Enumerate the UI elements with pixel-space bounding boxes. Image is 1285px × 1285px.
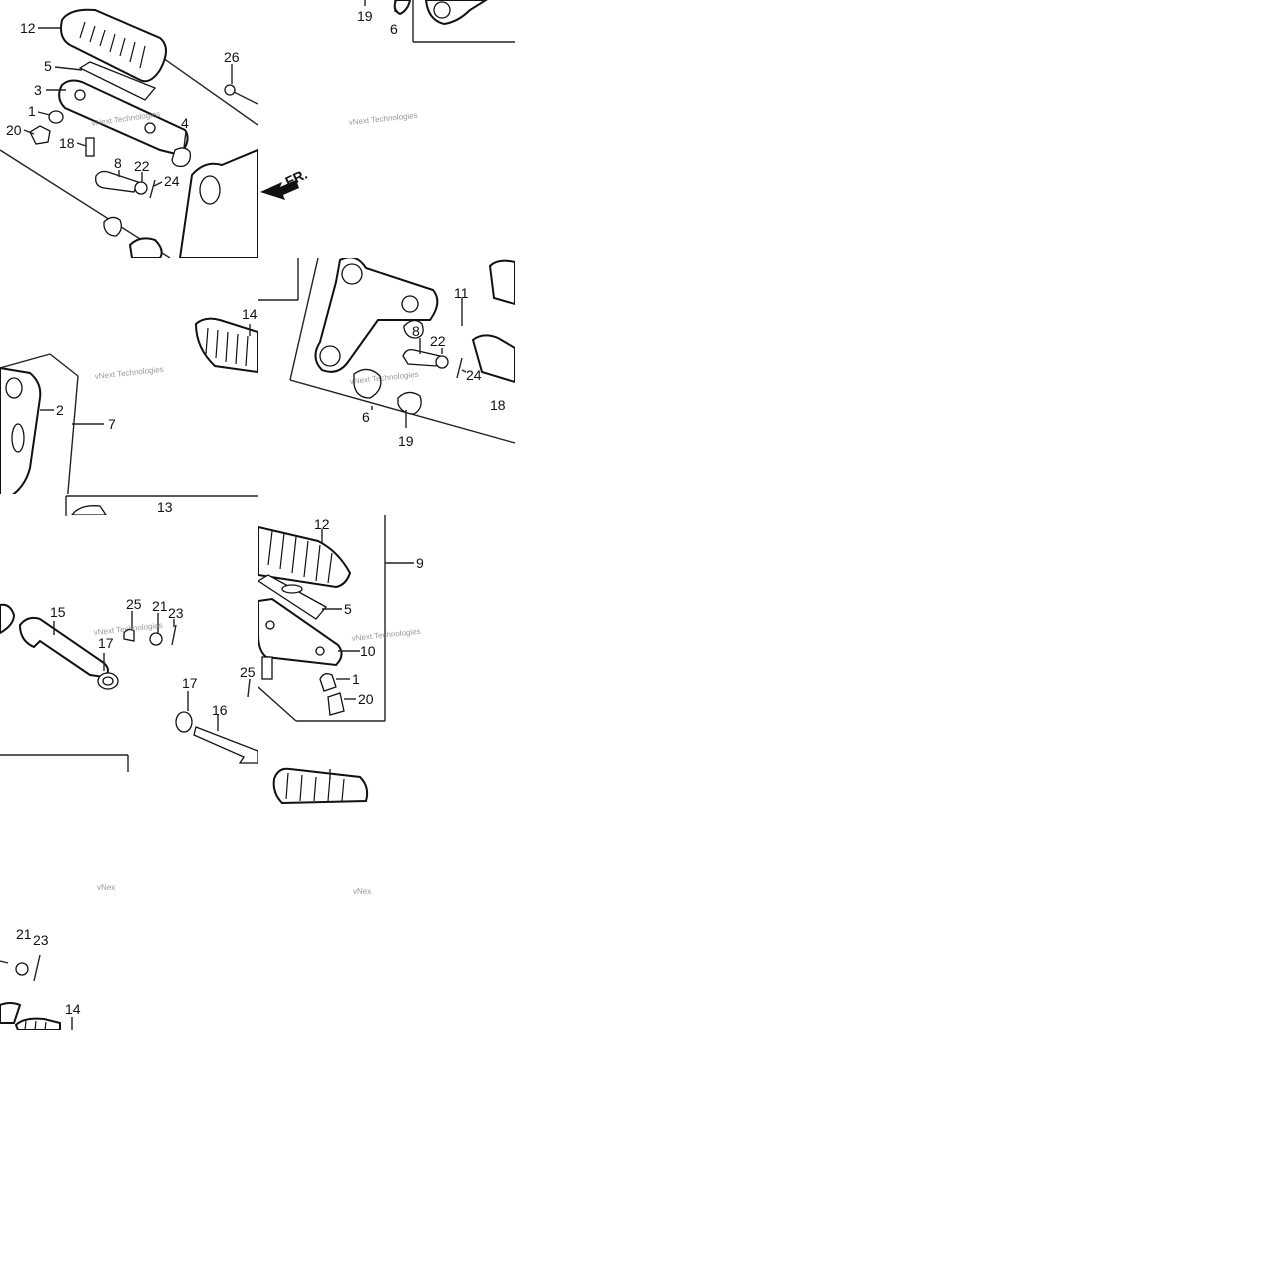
- callout-14: 14: [65, 1001, 81, 1017]
- callout-10: 10: [360, 643, 376, 659]
- callout-21: 21: [152, 598, 168, 614]
- diagram-art: 13: [65, 495, 258, 515]
- diagram-art: 12 5 3 1 20 18 8 22 24 4 26 vNext Techno…: [0, 8, 258, 258]
- callout-12: 12: [314, 516, 330, 532]
- callout-20: 20: [358, 691, 374, 707]
- callout-23: 23: [33, 932, 49, 948]
- watermark-text-partial: vNex: [97, 883, 115, 892]
- callout-5: 5: [44, 58, 52, 74]
- callout-14: 14: [242, 306, 258, 322]
- callout-6: 6: [362, 409, 370, 425]
- callout-4: 4: [181, 115, 189, 131]
- callout-25: 25: [240, 664, 256, 680]
- callout-16: 16: [212, 702, 228, 718]
- callout-24: 24: [466, 367, 482, 383]
- callout-17: 17: [182, 675, 198, 691]
- callout-13: 13: [156, 515, 172, 518]
- callout-8: 8: [412, 323, 420, 339]
- callout-13: 13: [157, 499, 173, 515]
- diagram-tile-bottom-fragment: 21 23 14: [0, 925, 130, 1030]
- callout-5: 5: [344, 601, 352, 617]
- callout-26: 26: [224, 49, 240, 65]
- diagram-tile-direction: FR. 19 6 vNext Technologies: [258, 0, 515, 258]
- callout-25: 25: [126, 596, 142, 612]
- callout-12: 12: [20, 20, 36, 36]
- diagram-tile-rear-peg: 13 15 25 21 23 17 17 16 25 vNext Technol…: [0, 515, 258, 772]
- callout-19: 19: [398, 433, 414, 449]
- direction-label: FR.: [283, 166, 310, 190]
- callout-9: 9: [416, 555, 424, 571]
- callout-11: 11: [454, 285, 469, 301]
- watermark-text: vNext Technologies: [94, 365, 164, 381]
- callout-6: 6: [390, 21, 398, 37]
- diagram-art: vNex vNex: [97, 883, 371, 896]
- diagram-tile-footpeg-front: 12 5 3 1 20 18 8 22 24 4 26 vNext Techno…: [0, 0, 258, 258]
- callout-22: 22: [134, 158, 150, 174]
- callout-20: 20: [6, 122, 22, 138]
- callout-15: 15: [50, 604, 66, 620]
- diagram-tile-bracket-left: 14 2 7 vNext Technologies: [0, 258, 258, 515]
- diagram-tile-bracket-center: 11 8 22 24 18 6 19 vNext Technologies: [258, 258, 515, 515]
- watermark-text: vNext Technologies: [351, 627, 421, 643]
- diagram-art: 11 8 22 24 18 6 19 vNext Technologies: [258, 258, 515, 449]
- callout-17: 17: [98, 635, 114, 651]
- callout-8: 8: [114, 155, 122, 171]
- callout-1: 1: [352, 671, 360, 687]
- callout-1: 1: [28, 103, 36, 119]
- diagram-tile-rear-peg-top: 13: [0, 494, 258, 515]
- callout-18: 18: [59, 135, 75, 151]
- callout-21: 21: [16, 926, 32, 942]
- diagram-art: 12 9 5 10 1 20 vNext Technologies vNex: [258, 515, 424, 805]
- callout-23: 23: [168, 605, 184, 621]
- diagram-tile-footpeg-rear: 12 9 5 10 1 20 vNext Technologies vNex: [258, 515, 458, 815]
- callout-22: 22: [430, 333, 446, 349]
- diagram-tile-watermarks: vNex vNex: [0, 815, 458, 925]
- callout-18: 18: [490, 397, 506, 413]
- callout-24: 24: [164, 173, 180, 189]
- callout-7: 7: [108, 416, 116, 432]
- diagram-art: FR. 19 6 vNext Technologies: [260, 0, 515, 200]
- callout-19: 19: [357, 8, 373, 24]
- callout-3: 3: [34, 82, 42, 98]
- diagram-art: 21 23 14: [0, 926, 81, 1030]
- diagram-art: 13 15 25 21 23 17 17 16 25 vNext Technol…: [0, 515, 258, 772]
- watermark-text-partial: vNex: [353, 887, 371, 896]
- diagram-art: 14 2 7 vNext Technologies: [0, 306, 258, 515]
- watermark-text: vNext Technologies: [348, 111, 418, 127]
- callout-2: 2: [56, 402, 64, 418]
